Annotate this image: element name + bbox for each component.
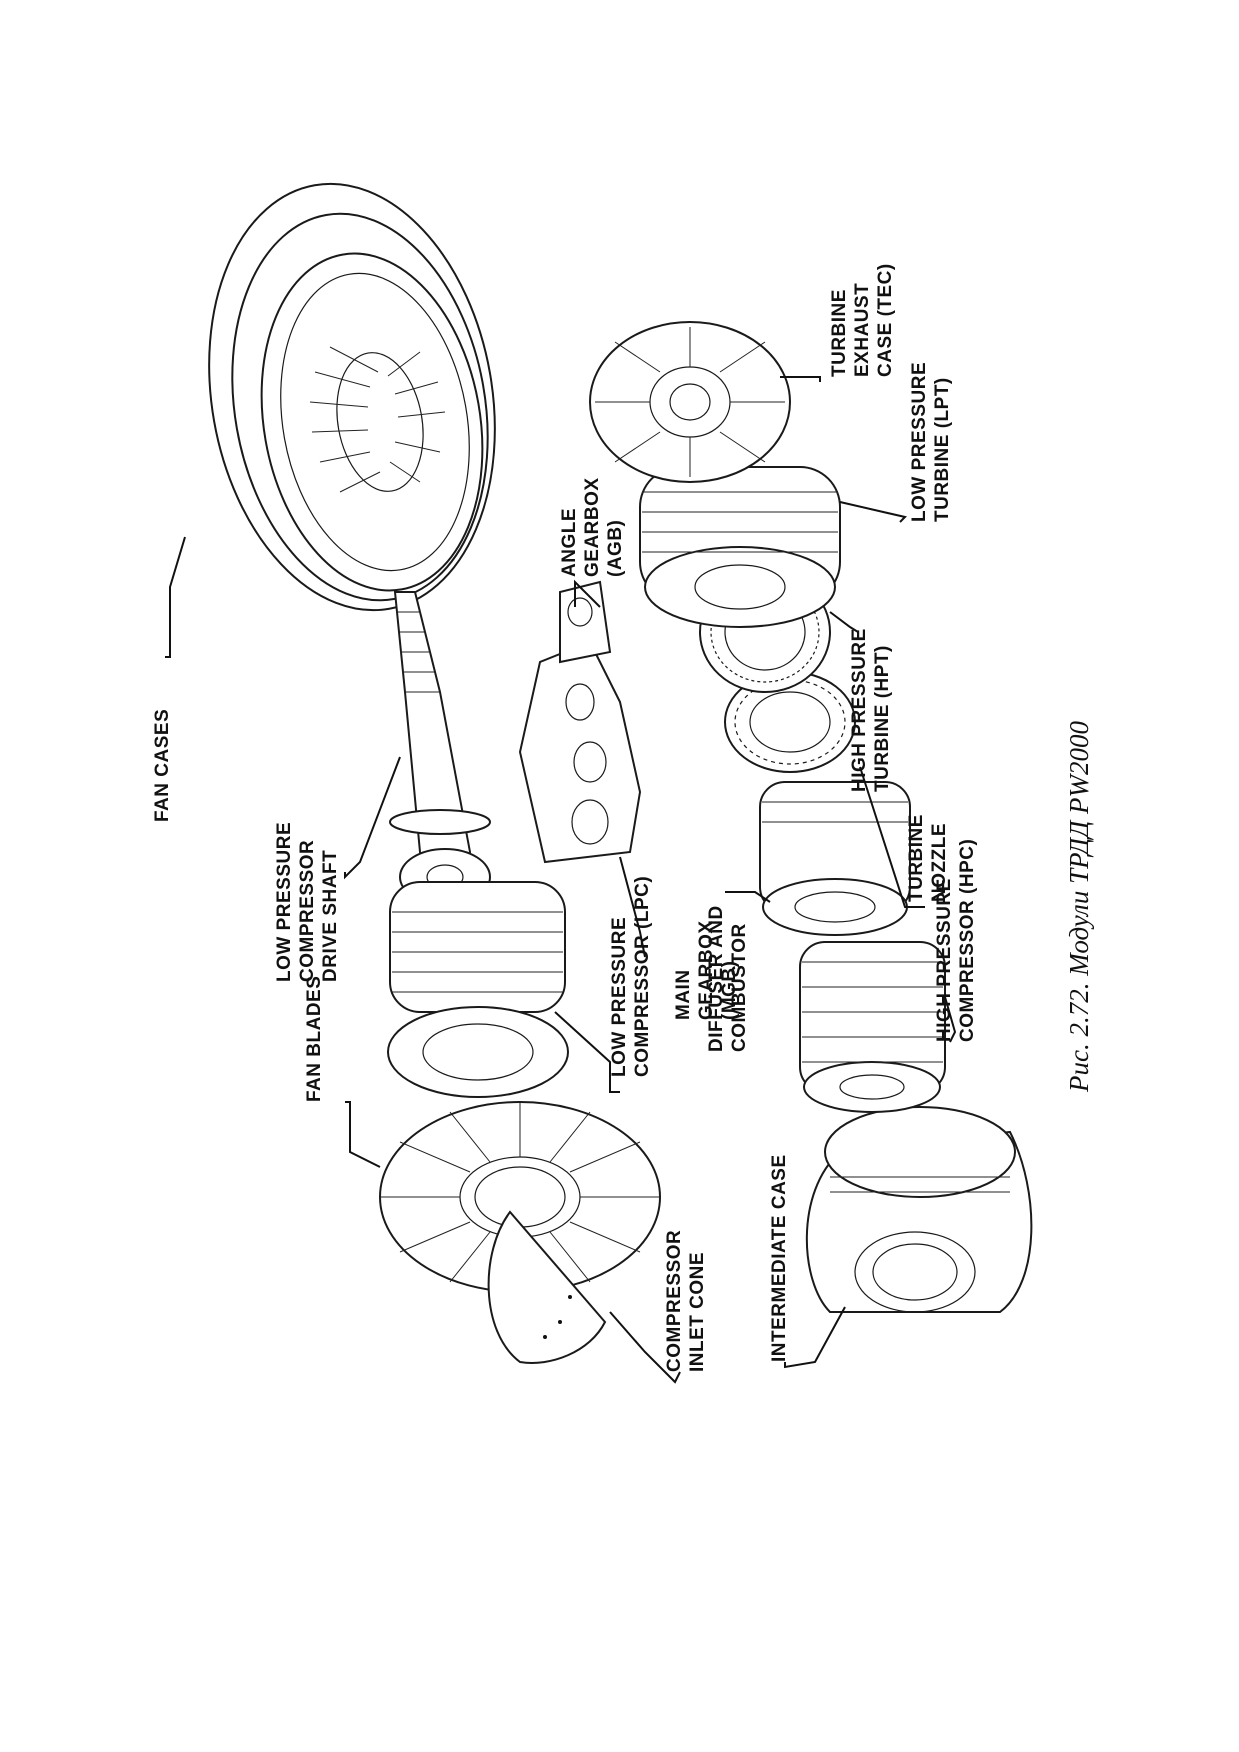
label-lpt-2: TURBINE (LPT) [932, 377, 953, 522]
intermediate-case-drawing [805, 1106, 1033, 1313]
label-inlet-cone-1: COMPRESSOR [664, 1230, 685, 1372]
figure-caption: Рис. 2.72. Модули ТРДД PW2000 [1064, 721, 1094, 1093]
label-fan-blades: FAN BLADES [304, 976, 325, 1102]
part-labels: FAN CASES LOW PRESSURE COMPRESSOR DRIVE … [152, 263, 978, 1372]
label-hpc-2: COMPRESSOR (HPC) [957, 839, 978, 1042]
label-agb-1: ANGLE [559, 508, 580, 577]
label-lpc-1: LOW PRESSURE [609, 917, 630, 1077]
label-fan-cases: FAN CASES [152, 709, 173, 822]
label-intermediate-case: INTERMEDIATE CASE [769, 1154, 790, 1362]
lpc-drive-shaft-drawing [389, 591, 491, 906]
turbine-nozzle-drawing [724, 671, 856, 773]
label-lpc-2: COMPRESSOR (LPC) [632, 876, 653, 1077]
label-mgb-1: MAIN [673, 969, 694, 1020]
lpt-drawing [639, 466, 841, 628]
inlet-cone-drawing [487, 1210, 607, 1364]
tec-drawing [589, 321, 791, 483]
label-nozzle-1: TURBINE [906, 814, 927, 902]
label-diffuser-1: DIFFUSER AND [706, 905, 727, 1052]
label-lpc-drive-shaft-3: DRIVE SHAFT [320, 850, 341, 982]
label-agb-3: (AGB) [605, 520, 626, 577]
label-hpt-2: TURBINE (HPT) [872, 645, 893, 792]
label-agb-2: GEARBOX [582, 477, 603, 577]
combustor-drawing [759, 781, 911, 936]
label-lpc-drive-shaft-2: COMPRESSOR [297, 840, 318, 982]
label-tec-1: TURBINE [829, 289, 850, 377]
label-nozzle-2: NOZZLE [929, 823, 950, 902]
label-mgb-2: GEARBOX [696, 920, 717, 1020]
label-mgb-3: (MGB) [719, 961, 740, 1020]
label-lpc-drive-shaft-1: LOW PRESSURE [274, 822, 295, 982]
label-diffuser-2: COMBUSTOR [729, 923, 750, 1052]
label-tec-2: EXHAUST [852, 283, 873, 377]
label-hpt-1: HIGH PRESSURE [849, 628, 870, 792]
fan-cases-drawing [208, 182, 496, 612]
label-hpc-1: HIGH PRESSURE [934, 878, 955, 1042]
lpc-drawing [387, 881, 569, 1098]
hpc-drawing [799, 941, 946, 1113]
label-lpt-1: LOW PRESSURE [909, 362, 930, 522]
gearbox-drawing [518, 580, 642, 864]
leader-lines [165, 376, 957, 1384]
label-inlet-cone-2: INLET CONE [687, 1252, 708, 1372]
label-tec-3: CASE (TEC) [875, 263, 896, 377]
rotated-diagram: FAN CASES LOW PRESSURE COMPRESSOR DRIVE … [152, 182, 1094, 1384]
